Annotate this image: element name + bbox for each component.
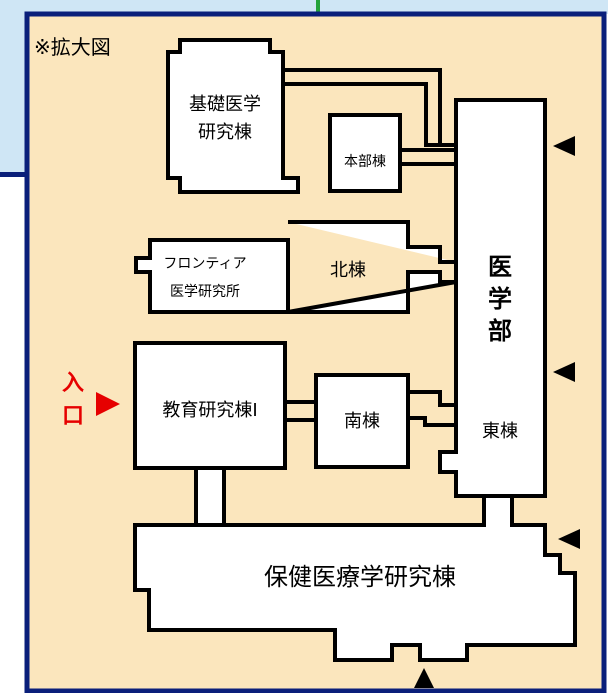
education-connector-down bbox=[194, 466, 226, 527]
education-label: 教育研究棟Ⅰ bbox=[162, 400, 257, 421]
arrow-left-icon bbox=[558, 529, 580, 549]
north-building bbox=[287, 220, 457, 314]
medicine-label-2: 学 bbox=[488, 285, 512, 313]
north-label: 北棟 bbox=[330, 260, 366, 281]
connector-edu-south bbox=[285, 400, 316, 422]
entrance-label-2: 口 bbox=[62, 404, 84, 429]
arrow-up-icon bbox=[414, 668, 434, 688]
entrance-arrow-icon bbox=[96, 392, 120, 416]
frontier-label-1: フロンティア bbox=[163, 256, 246, 272]
arrow-left-icon bbox=[553, 136, 575, 156]
basic-medicine-label-1: 基礎医学 bbox=[189, 94, 261, 115]
connector-hq bbox=[400, 148, 454, 166]
map-title: ※拡大図 bbox=[34, 35, 111, 59]
connector-south-medicine bbox=[408, 390, 456, 427]
frontier-building bbox=[134, 238, 290, 314]
frontier-label-2: 医学研究所 bbox=[170, 284, 240, 300]
medicine-building bbox=[438, 98, 547, 498]
outer-band-top-strip bbox=[0, 0, 608, 14]
headquarters-building bbox=[328, 113, 402, 193]
health-building bbox=[133, 494, 577, 662]
outer-road-line bbox=[0, 172, 30, 177]
medicine-label-1: 医 bbox=[488, 253, 512, 281]
health-label: 保健医療学研究棟 bbox=[264, 563, 456, 591]
east-label: 東棟 bbox=[482, 421, 518, 442]
south-label: 南棟 bbox=[344, 411, 380, 432]
basic-medicine-building bbox=[166, 38, 300, 194]
arrow-left-icon bbox=[553, 362, 575, 382]
basic-medicine-label-2: 研究棟 bbox=[198, 122, 252, 143]
connector-basic-to-medicine bbox=[283, 68, 456, 147]
medicine-label-3: 部 bbox=[488, 317, 512, 345]
outer-green-marker bbox=[316, 0, 320, 14]
headquarters-label: 本部棟 bbox=[344, 154, 386, 170]
entrance-label-1: 入 bbox=[62, 371, 84, 396]
